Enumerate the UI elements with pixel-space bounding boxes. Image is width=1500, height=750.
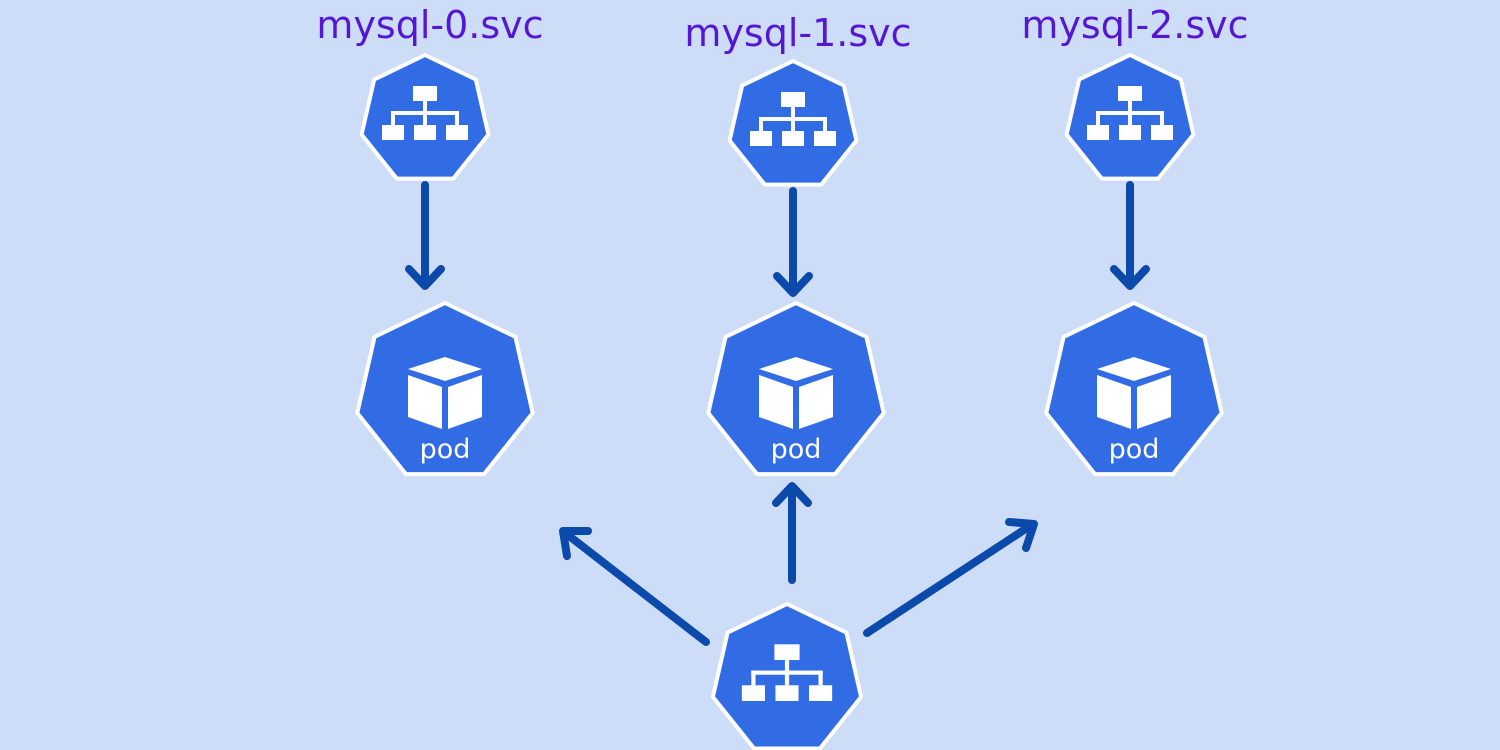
pod-label: pod bbox=[420, 434, 471, 465]
pod-label: pod bbox=[771, 434, 822, 465]
arrow-service-2-to-pod-2 bbox=[1110, 181, 1150, 290]
service-label-mysql-2: mysql-2.svc bbox=[1021, 3, 1248, 47]
service-node-mysql-1[interactable] bbox=[727, 59, 859, 187]
arrow-headless-to-pod-1 bbox=[772, 482, 812, 584]
service-label-mysql-1: mysql-1.svc bbox=[684, 11, 911, 55]
service-node-mysql-2[interactable] bbox=[1064, 53, 1196, 181]
pod-node-0[interactable]: pod bbox=[355, 301, 535, 477]
arrow-service-1-to-pod-1 bbox=[773, 187, 813, 297]
arrow-service-0-to-pod-0 bbox=[405, 181, 445, 290]
pod-node-2[interactable]: pod bbox=[1044, 301, 1224, 477]
service-node-mysql-0[interactable] bbox=[359, 53, 491, 181]
headless-service-node[interactable] bbox=[710, 602, 864, 750]
pod-node-1[interactable]: pod bbox=[706, 301, 886, 477]
pod-label: pod bbox=[1109, 434, 1160, 465]
arrow-headless-to-pod-0 bbox=[559, 527, 710, 646]
service-label-mysql-0: mysql-0.svc bbox=[316, 3, 543, 47]
arrow-headless-to-pod-2 bbox=[863, 518, 1038, 637]
